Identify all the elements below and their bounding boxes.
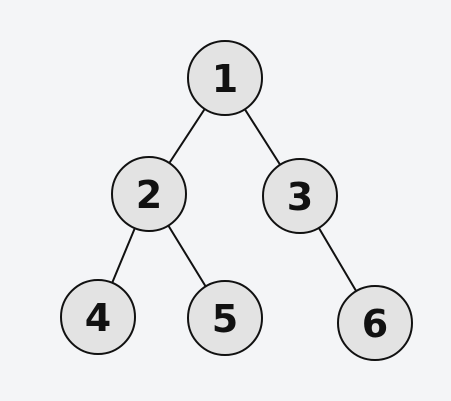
node-label: 5	[212, 297, 238, 341]
tree-node-5: 5	[187, 280, 263, 356]
tree-node-3: 3	[262, 158, 338, 234]
tree-node-1: 1	[187, 40, 263, 116]
node-label: 4	[85, 296, 111, 340]
node-circle	[262, 158, 338, 234]
node-circle	[111, 156, 187, 232]
node-circle	[187, 40, 263, 116]
node-circle	[60, 279, 136, 355]
node-label: 2	[136, 173, 162, 217]
node-circle	[187, 280, 263, 356]
tree-node-2: 2	[111, 156, 187, 232]
node-label: 3	[287, 175, 313, 219]
node-circle	[337, 285, 413, 361]
node-label: 6	[362, 302, 388, 346]
tree-node-4: 4	[60, 279, 136, 355]
nodes-layer: 1 2 3 4 5 6	[60, 40, 413, 361]
tree-node-6: 6	[337, 285, 413, 361]
node-label: 1	[212, 57, 238, 101]
